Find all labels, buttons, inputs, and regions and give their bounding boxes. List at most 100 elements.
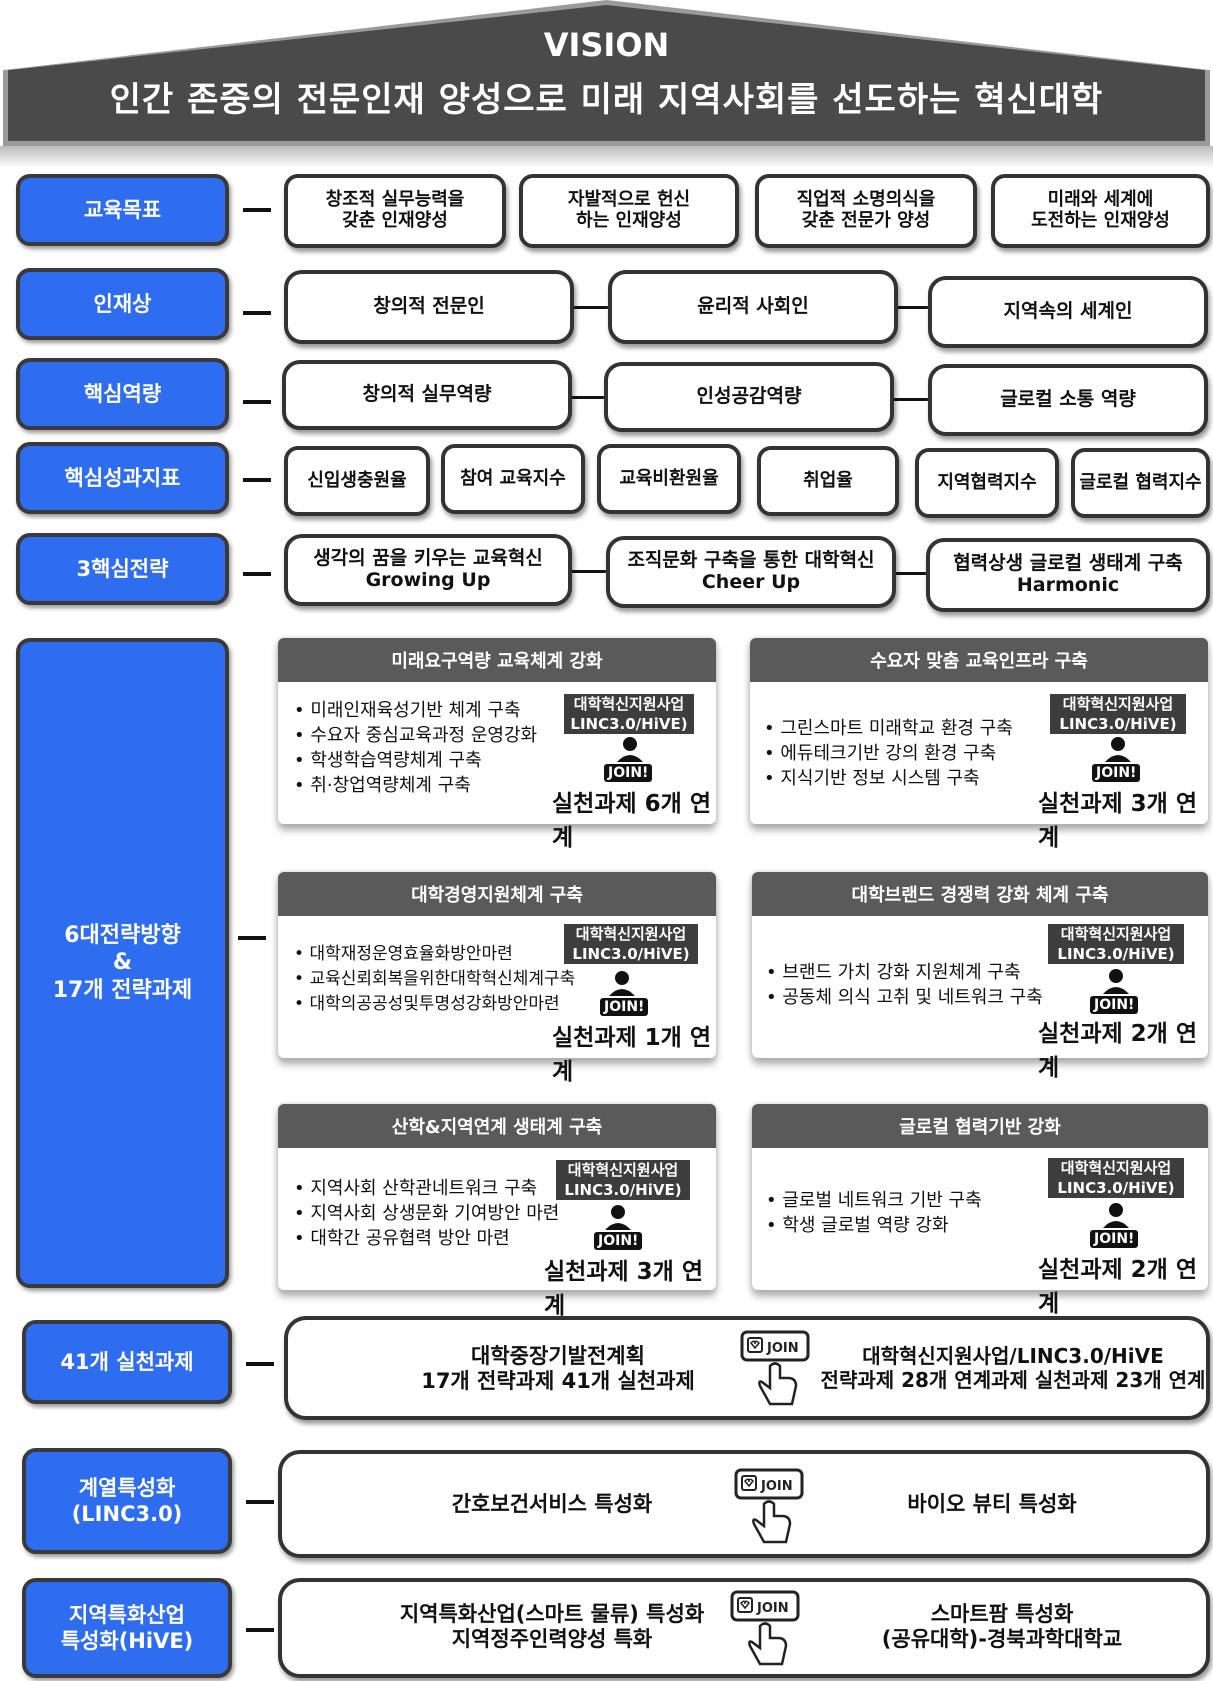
join-hand-icon: JOIN xyxy=(734,1468,804,1544)
row-label-practice: 41개 실천과제 xyxy=(22,1320,232,1404)
series-right-text: 바이오 뷰티 특성화 xyxy=(907,1492,1077,1516)
card-items: 브랜드 가치 강화 지원체계 구축 공동체 의식 고취 및 네트워크 구축 xyxy=(766,960,1043,1010)
card-item: 대학간 공유협력 방안 마련 xyxy=(294,1226,559,1251)
competency-box-2: 인성공감역량 xyxy=(604,362,894,432)
practice-left-text: 대학중장기발전계획 17개 전략과제 41개 실천과제 xyxy=(421,1344,695,1394)
card-item: 브랜드 가치 강화 지원체계 구축 xyxy=(766,960,1043,985)
card-items: 그린스마트 미래학교 환경 구축 에듀테크기반 강의 환경 구축 지식기반 정보… xyxy=(764,716,1013,791)
connector xyxy=(894,398,928,401)
card-title: 글로컬 협력기반 강화 xyxy=(752,1104,1208,1148)
practice-count: 실천과제 2개 연계 xyxy=(1038,1021,1197,1081)
svg-text:JOIN: JOIN xyxy=(766,1341,799,1356)
practice-count: 실천과제 1개 연계 xyxy=(552,1025,711,1085)
goal-box-3: 직업적 소명의식을 갖춘 전문가 양성 xyxy=(755,174,977,248)
direction-card-6: 글로컬 협력기반 강화 글로벌 네트워크 기반 구축 학생 글로벌 역량 강화 … xyxy=(752,1104,1208,1317)
connector xyxy=(246,1628,274,1632)
direction-card-1: 미래요구역량 교육체계 강화 미래인재육성기반 체계 구축 수요자 중심교육과정… xyxy=(278,638,716,851)
person-icon xyxy=(605,1205,631,1230)
card-title: 산학&지역연계 생태계 구축 xyxy=(278,1104,716,1148)
direction-card-4: 대학브랜드 경쟁력 강화 체계 구축 브랜드 가치 강화 지원체계 구축 공동체… xyxy=(752,872,1208,1081)
connector xyxy=(898,306,928,309)
connector xyxy=(246,1500,274,1504)
card-item: 지식기반 정보 시스템 구축 xyxy=(764,766,1013,791)
card-item: 지역사회 상생문화 기여방안 마련 xyxy=(294,1201,559,1226)
program-tag: 대학혁신지원사업 LINC3.0/HiVE) xyxy=(1050,694,1186,734)
program-tag: 대학혁신지원사업 LINC3.0/HiVE) xyxy=(564,694,694,734)
card-item: 지역사회 산학관네트워크 구축 xyxy=(294,1176,559,1201)
direction-card-5: 산학&지역연계 생태계 구축 지역사회 산학관네트워크 구축 지역사회 상생문화… xyxy=(278,1104,716,1319)
row-label-talent: 인재상 xyxy=(16,268,229,340)
program-tag: 대학혁신지원사업 LINC3.0/HiVE) xyxy=(556,1160,690,1200)
card-item: 학생학습역량체계 구축 xyxy=(294,748,537,773)
svg-text:JOIN: JOIN xyxy=(756,1601,789,1616)
program-tag: 대학혁신지원사업 LINC3.0/HiVE) xyxy=(1048,1158,1184,1198)
connector xyxy=(243,208,271,212)
card-title: 대학경영지원체계 구축 xyxy=(278,872,716,916)
row-label-competency: 핵심역량 xyxy=(16,358,229,430)
card-title: 수요자 맞춤 교육인프라 구축 xyxy=(750,638,1208,682)
card-item: 교육신뢰회복을위한대학혁신체계구축 xyxy=(294,967,575,992)
talent-box-3: 지역속의 세계인 xyxy=(928,276,1208,348)
strategy-box-harmonic: 협력상생 글로컬 생태계 구축 Harmonic xyxy=(926,538,1210,612)
join-hand-icon: JOIN xyxy=(740,1330,810,1406)
strategy-box-cheer: 조직문화 구축을 통한 대학혁신 Cheer Up xyxy=(606,536,896,608)
goal-box-4: 미래와 세계에 도전하는 인재양성 xyxy=(991,174,1210,248)
svg-text:JOIN: JOIN xyxy=(760,1479,793,1494)
row-label-kpi: 핵심성과지표 xyxy=(16,442,229,514)
kpi-box-6: 글로컬 협력지수 xyxy=(1071,448,1210,518)
goal-box-1: 창조적 실무능력을 갖춘 인재양성 xyxy=(284,174,506,248)
join-hand-icon: JOIN xyxy=(730,1590,800,1666)
connector xyxy=(238,936,266,940)
talent-box-2: 윤리적 사회인 xyxy=(608,270,898,344)
card-item: 학생 글로벌 역량 강화 xyxy=(766,1213,982,1238)
card-items: 미래인재육성기반 체계 구축 수요자 중심교육과정 운영강화 학생학습역량체계 … xyxy=(294,698,537,798)
kpi-box-3: 교육비환원율 xyxy=(597,444,741,514)
card-item: 미래인재육성기반 체계 구축 xyxy=(294,698,537,723)
row-label-directions: 6대전략방향 & 17개 전략과제 xyxy=(16,638,229,1288)
kpi-box-4: 취업율 xyxy=(757,446,899,516)
competency-box-3: 글로컬 소통 역량 xyxy=(928,364,1208,436)
kpi-box-1: 신입생충원율 xyxy=(284,446,430,516)
connector xyxy=(572,396,604,399)
person-icon xyxy=(609,971,635,996)
join-badge: JOIN! xyxy=(1092,764,1141,782)
card-item: 그린스마트 미래학교 환경 구축 xyxy=(764,716,1012,741)
practice-count: 실천과제 3개 연계 xyxy=(544,1259,703,1319)
direction-card-3: 대학경영지원체계 구축 대학재정운영효율화방안마련 교육신뢰회복을위한대학혁신체… xyxy=(278,872,716,1085)
row-label-series: 계열특성화 (LINC3.0) xyxy=(22,1448,232,1554)
goal-box-2: 자발적으로 헌신 하는 인재양성 xyxy=(519,174,739,248)
practice-right-text: 대학혁신지원사업/LINC3.0/HiVE 전략과제 28개 연계과제 실천과제… xyxy=(820,1344,1206,1392)
person-icon xyxy=(1103,1203,1129,1228)
connector xyxy=(574,306,608,309)
card-items: 글로벌 네트워크 기반 구축 학생 글로벌 역량 강화 xyxy=(766,1188,982,1238)
practice-count: 실천과제 6개 연계 xyxy=(552,791,711,851)
person-icon xyxy=(1103,969,1129,994)
card-title: 대학브랜드 경쟁력 강화 체계 구축 xyxy=(752,872,1208,916)
join-badge: JOIN! xyxy=(594,1232,643,1250)
card-item: 에듀테크기반 강의 환경 구축 xyxy=(764,741,1013,766)
card-item: 대학의공공성및투명성강화방안마련 xyxy=(294,992,575,1017)
kpi-box-2: 참여 교육지수 xyxy=(441,444,585,514)
connector xyxy=(243,478,271,482)
program-tag: 대학혁신지원사업 LINC3.0/HiVE) xyxy=(564,924,698,964)
direction-card-2: 수요자 맞춤 교육인프라 구축 그린스마트 미래학교 환경 구축 에듀테크기반 … xyxy=(750,638,1208,851)
card-item: 수요자 중심교육과정 운영강화 xyxy=(294,723,537,748)
card-item: 대학재정운영효율화방안마련 xyxy=(294,942,575,967)
strategy-box-growing: 생각의 꿈을 키우는 교육혁신 Growing Up xyxy=(284,534,572,606)
card-items: 대학재정운영효율화방안마련 교육신뢰회복을위한대학혁신체계구축 대학의공공성및투… xyxy=(294,942,575,1017)
card-item: 공동체 의식 고취 및 네트워크 구축 xyxy=(766,985,1042,1010)
card-item: 글로벌 네트워크 기반 구축 xyxy=(766,1188,981,1213)
connector xyxy=(246,1362,274,1366)
card-item: 취·창업역량체계 구축 xyxy=(294,773,537,798)
card-title: 미래요구역량 교육체계 강화 xyxy=(278,638,716,682)
series-box: 간호보건서비스 특성화 JOIN 바이오 뷰티 특성화 xyxy=(278,1450,1210,1558)
connector xyxy=(243,311,271,315)
join-badge: JOIN! xyxy=(600,998,649,1016)
competency-box-1: 창의적 실무역량 xyxy=(282,360,572,430)
join-badge: JOIN! xyxy=(1090,996,1139,1014)
talent-box-1: 창의적 전문인 xyxy=(284,270,574,344)
regional-box: 지역특화산업(스마트 물류) 특성화 지역정주인력양성 특화 JOIN 스마트팜… xyxy=(278,1578,1210,1678)
join-badge: JOIN! xyxy=(1090,1230,1139,1248)
join-badge: JOIN! xyxy=(604,764,653,782)
regional-left-text: 지역특화산업(스마트 물류) 특성화 지역정주인력양성 특화 xyxy=(399,1602,705,1652)
